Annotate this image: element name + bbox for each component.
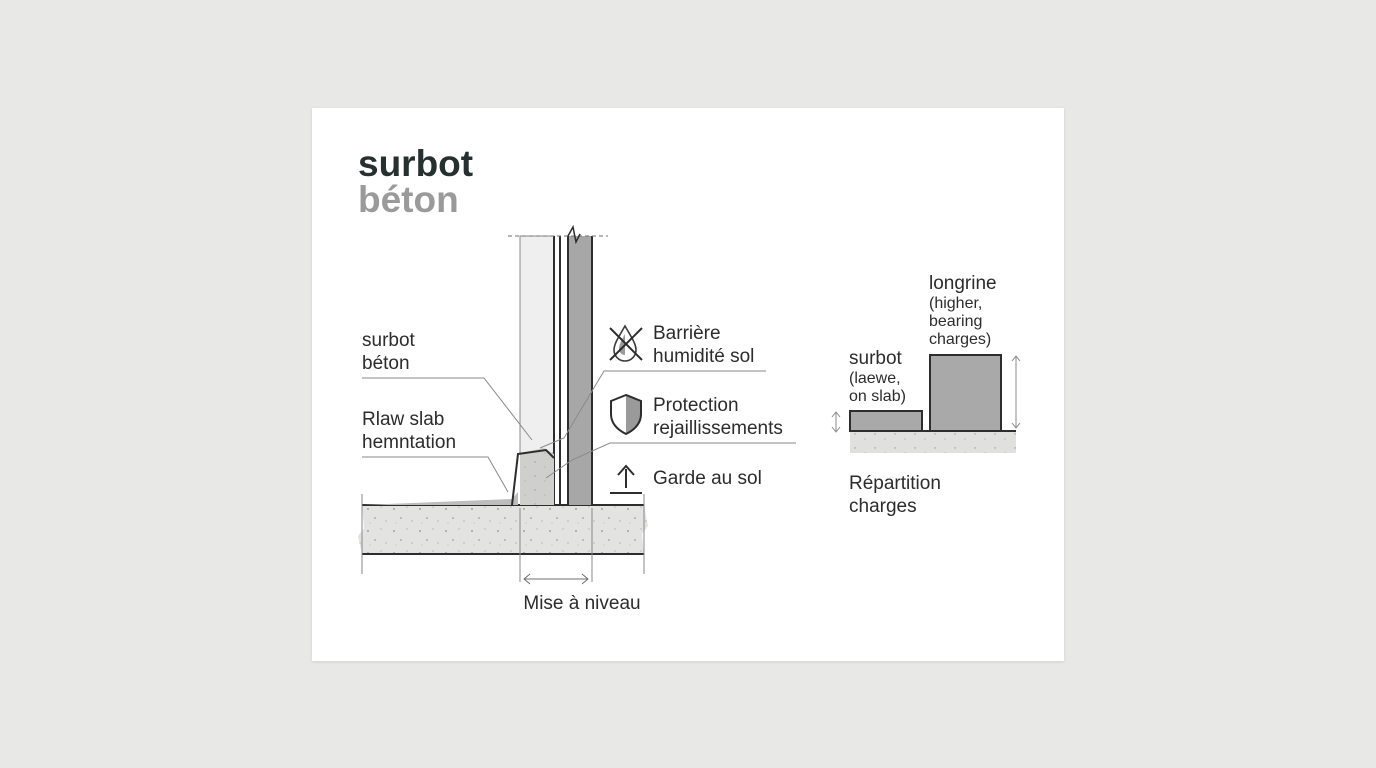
title-line-2: béton xyxy=(358,179,459,220)
crossed-drop-icon xyxy=(609,324,643,362)
arrow-up-icon xyxy=(610,464,642,494)
surbot-block xyxy=(849,410,923,432)
diagram-card: surbot béton xyxy=(312,108,1064,661)
surbot-label-line-3: on slab) xyxy=(849,388,906,405)
callout-surbot-line-2: béton xyxy=(362,353,410,374)
dimension-label: Mise à niveau xyxy=(523,593,640,614)
legend-clearance-line-1: Garde au sol xyxy=(653,468,762,489)
section-diagram: surbot béton xyxy=(358,143,1021,614)
height-arrows xyxy=(831,355,1021,433)
leader-protection xyxy=(545,442,796,479)
leader-surbot xyxy=(362,377,533,441)
legend-protection-line-1: Protection xyxy=(653,395,739,416)
surbot-label-line-1: surbot xyxy=(849,348,903,369)
leader-slab xyxy=(362,456,509,493)
callout-slab-line-2: hemntation xyxy=(362,432,456,453)
concrete-slab xyxy=(358,504,648,555)
surbot-label-line-2: (laewe, xyxy=(849,370,901,387)
title-line-1: surbot xyxy=(358,143,473,184)
break-line xyxy=(508,224,608,245)
legend-protection-line-2: rejaillissements xyxy=(653,418,783,439)
callout-surbot-line-1: surbot xyxy=(362,330,416,351)
longrine-block xyxy=(929,354,1002,432)
dimension-lines xyxy=(361,494,645,585)
comparison-ground xyxy=(850,430,1016,453)
longrine-label-line-3: bearing xyxy=(929,313,982,330)
longrine-label-line-2: (higher, xyxy=(929,295,982,312)
legend-barrier-line-1: Barrière xyxy=(653,323,721,344)
wall-core xyxy=(568,236,592,505)
longrine-label-line-4: charges) xyxy=(929,331,991,348)
callout-slab-line-1: Rlaw slab xyxy=(362,409,444,430)
caption-line-2: charges xyxy=(849,496,917,517)
shield-icon xyxy=(610,393,642,436)
legend-barrier-line-2: humidité sol xyxy=(653,346,754,367)
caption-line-1: Répartition xyxy=(849,473,941,494)
leader-barrier xyxy=(539,370,766,449)
screed-wedge xyxy=(362,492,518,505)
longrine-label-line-1: longrine xyxy=(929,273,997,294)
insulation-layer xyxy=(519,235,555,454)
surbot-upstand xyxy=(511,448,555,506)
